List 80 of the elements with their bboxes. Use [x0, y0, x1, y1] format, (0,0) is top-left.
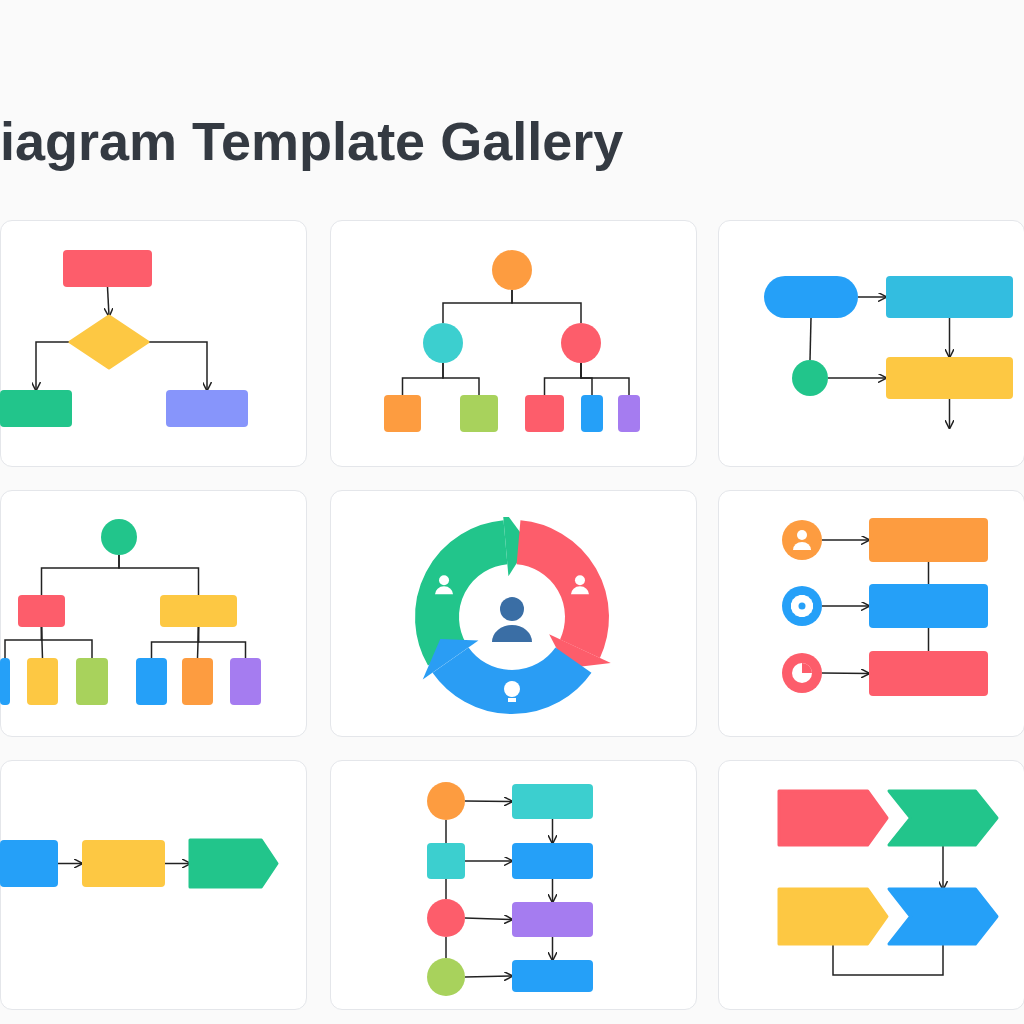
process-box: [460, 395, 498, 432]
process-box: [384, 395, 421, 432]
process-box: [869, 651, 988, 696]
arrow: [464, 970, 514, 982]
connector-line: [442, 362, 480, 396]
connector-line: [445, 936, 447, 959]
process-box: [512, 843, 593, 879]
arrow: [821, 534, 871, 546]
arrow: [821, 600, 871, 612]
arrow: [547, 936, 558, 962]
circle-node: [427, 782, 465, 820]
arrow: [147, 341, 213, 392]
arrow: [547, 878, 558, 904]
connector-line: [445, 819, 447, 844]
circle-node: [427, 958, 465, 996]
process-box: [512, 902, 593, 937]
connector-line: [832, 943, 944, 976]
process-box: [76, 658, 108, 705]
pill-box: [764, 276, 858, 318]
chevron-arrow: [889, 791, 997, 845]
pentagon-arrow: [190, 840, 277, 887]
process-box: [63, 250, 152, 287]
arrow: [937, 844, 949, 891]
circle-node: [792, 360, 828, 396]
arrow: [103, 286, 114, 318]
connector-line: [927, 627, 930, 652]
arrow: [821, 668, 871, 679]
process-box: [886, 357, 1013, 399]
connector-line: [809, 317, 812, 361]
process-box: [427, 843, 465, 879]
circle-node: [782, 653, 822, 693]
arrow: [57, 858, 84, 869]
process-box: [525, 395, 564, 432]
arrow: [827, 372, 888, 384]
circle-node: [782, 520, 822, 560]
process-box: [512, 960, 593, 992]
connector-line: [445, 878, 447, 900]
arrow: [944, 317, 955, 359]
arrow: [464, 914, 514, 925]
connector-line: [118, 554, 200, 596]
arrow: [464, 855, 514, 867]
process-box: [136, 658, 167, 705]
circle-node: [561, 323, 601, 363]
process-box: [0, 840, 58, 887]
process-box: [512, 784, 593, 819]
connector-line: [927, 561, 930, 585]
process-box: [82, 840, 165, 887]
process-box: [27, 658, 58, 705]
arrow: [944, 398, 955, 430]
arrow: [857, 291, 888, 303]
circle-node: [101, 519, 137, 555]
process-box: [869, 584, 988, 628]
pentagon-arrow: [779, 889, 887, 944]
circle-node: [782, 586, 822, 626]
process-box: [0, 658, 10, 705]
process-box: [18, 595, 65, 627]
arrow: [164, 858, 192, 869]
pentagon-arrow: [779, 791, 887, 845]
process-box: [182, 658, 213, 705]
process-box: [230, 658, 261, 705]
connector-line: [40, 626, 93, 659]
process-box: [618, 395, 640, 432]
process-box: [166, 390, 248, 427]
arrow: [464, 796, 514, 807]
connector-line: [580, 362, 630, 396]
process-box: [886, 276, 1013, 318]
decision-diamond: [70, 316, 148, 368]
process-box: [869, 518, 988, 562]
process-box: [160, 595, 237, 627]
process-box: [0, 390, 72, 427]
circle-node: [427, 899, 465, 937]
arrow: [30, 341, 71, 392]
chevron-arrow: [889, 889, 997, 944]
connector-line: [197, 626, 247, 659]
page-title: iagram Template Gallery: [0, 112, 624, 172]
circle-node: [423, 323, 463, 363]
connector-line: [511, 289, 582, 324]
process-box: [581, 395, 603, 432]
arrow: [547, 818, 558, 845]
circle-node: [492, 250, 532, 290]
